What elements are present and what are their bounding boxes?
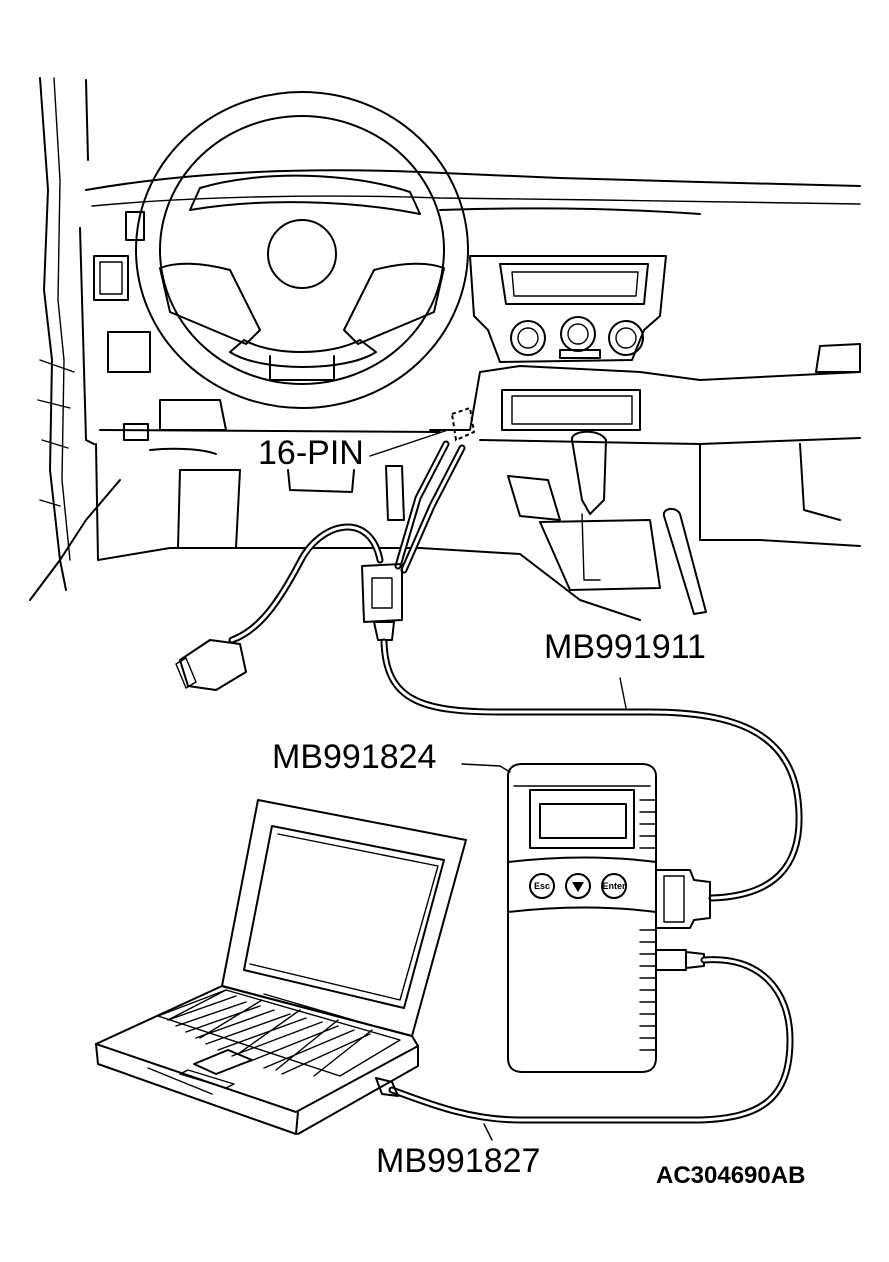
vci-label: MB991824 bbox=[272, 738, 437, 776]
vci-esc-button bbox=[529, 873, 555, 899]
laptop bbox=[95, 799, 467, 1135]
down-arrow-icon bbox=[572, 882, 584, 892]
vci-unit bbox=[461, 763, 711, 1073]
dashboard bbox=[79, 169, 861, 621]
vci-buttons: Esc Enter bbox=[529, 873, 627, 899]
steering-wheel bbox=[135, 91, 469, 409]
center-console bbox=[469, 255, 861, 615]
connector-label: 16-PIN bbox=[258, 434, 364, 472]
left-door-area bbox=[29, 77, 121, 601]
enter-button-label: Enter bbox=[602, 881, 626, 891]
usb-cable-label: MB991827 bbox=[376, 1142, 541, 1180]
diagnostic-connector bbox=[369, 406, 476, 457]
esc-button-label: Esc bbox=[534, 881, 550, 891]
vci-enter-button bbox=[601, 873, 627, 899]
main-cable-label: MB991911 bbox=[544, 628, 706, 666]
vci-down-button bbox=[565, 873, 591, 899]
figure-code: AC304690AB bbox=[656, 1162, 806, 1189]
main-harness-cable bbox=[175, 440, 803, 902]
usb-cable bbox=[375, 956, 794, 1141]
